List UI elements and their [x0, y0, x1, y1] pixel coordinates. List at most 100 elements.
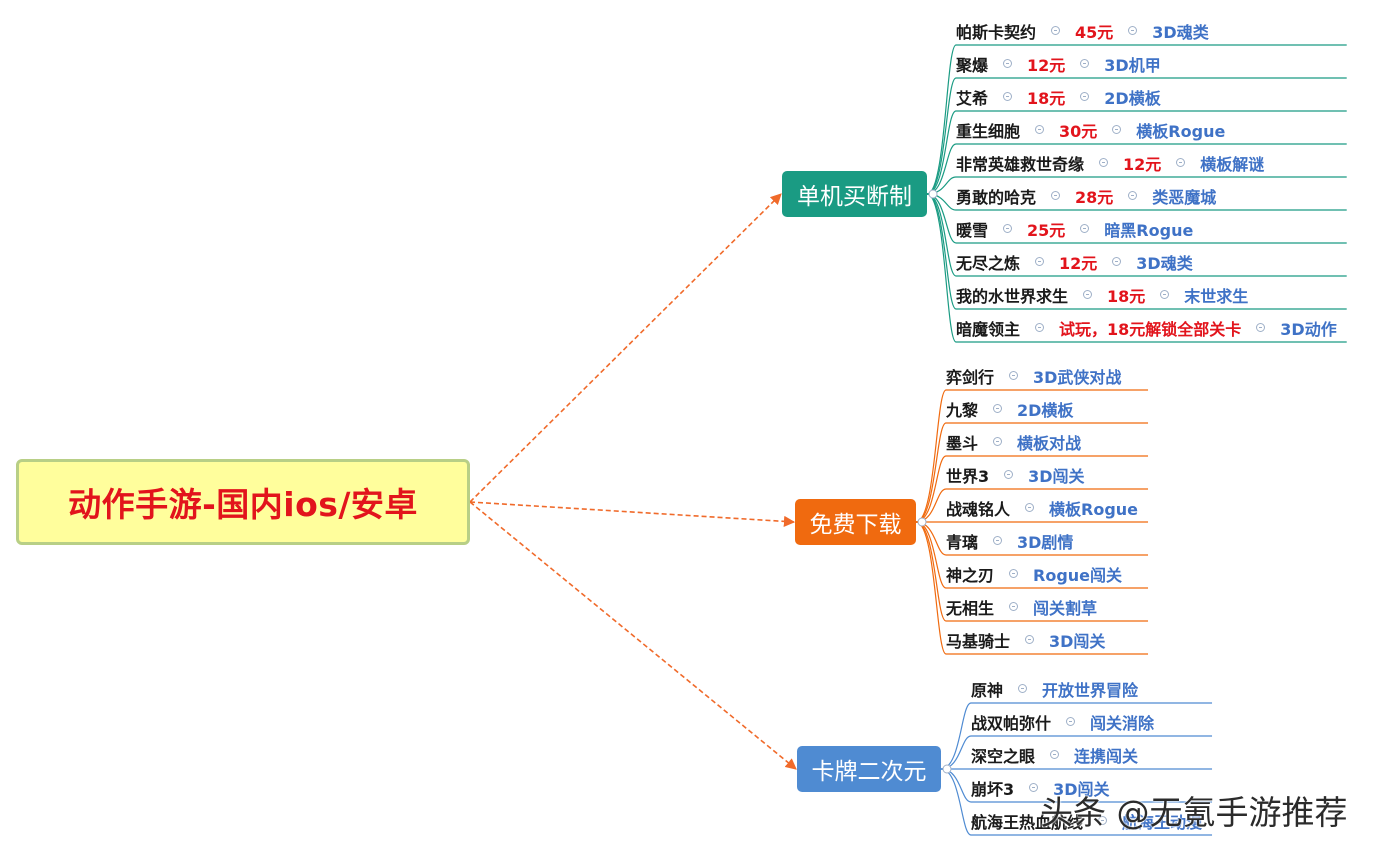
collapse-icon[interactable]	[1003, 59, 1013, 68]
game-item[interactable]: 重生细胞 30元 横板Rogue	[956, 113, 1337, 146]
game-item[interactable]: 战双帕弥什闯关消除	[971, 705, 1202, 738]
branch-free-download[interactable]: 免费下载	[795, 499, 916, 545]
branch-collapse-icon[interactable]	[942, 764, 952, 774]
collapse-icon[interactable]	[993, 536, 1003, 545]
game-genre: 末世求生	[1184, 286, 1249, 306]
collapse-icon[interactable]	[993, 437, 1003, 446]
game-name: 无尽之炼	[956, 253, 1021, 273]
game-name: 战魂铭人	[946, 499, 1011, 519]
collapse-icon[interactable]	[1098, 816, 1108, 825]
collapse-icon[interactable]	[1009, 371, 1019, 380]
game-price: 12元	[1123, 154, 1162, 174]
collapse-icon[interactable]	[1160, 290, 1170, 299]
game-name: 马基骑士	[946, 631, 1011, 651]
collapse-icon[interactable]	[1009, 569, 1019, 578]
game-genre: 连携闯关	[1074, 746, 1139, 766]
branch-buyout[interactable]: 单机买断制	[782, 171, 927, 217]
collapse-icon[interactable]	[1035, 323, 1045, 332]
game-name: 九黎	[946, 400, 979, 420]
game-genre: 闯关割草	[1033, 598, 1098, 618]
collapse-icon[interactable]	[1035, 257, 1045, 266]
branch-connector	[469, 501, 796, 527]
game-genre: 横板Rogue	[1136, 121, 1226, 141]
game-genre: 暗黑Rogue	[1104, 220, 1194, 240]
branch-collapse-icon[interactable]	[917, 517, 927, 527]
game-genre: 3D剧情	[1017, 532, 1074, 552]
collapse-icon[interactable]	[1025, 635, 1035, 644]
collapse-icon[interactable]	[1256, 323, 1266, 332]
collapse-icon[interactable]	[1050, 750, 1060, 759]
game-name: 无相生	[946, 598, 995, 618]
game-item[interactable]: 深空之眼 连携闯关	[971, 738, 1202, 771]
game-item[interactable]: 战魂铭人横板Rogue	[946, 491, 1138, 524]
collapse-icon[interactable]	[1080, 224, 1090, 233]
game-item[interactable]: 无相生 闯关割草	[946, 590, 1138, 623]
collapse-icon[interactable]	[1176, 158, 1186, 167]
collapse-icon[interactable]	[1083, 290, 1093, 299]
game-item[interactable]: 原神开放世界冒险	[971, 672, 1202, 705]
collapse-icon[interactable]	[1099, 158, 1109, 167]
collapse-icon[interactable]	[1128, 191, 1138, 200]
collapse-icon[interactable]	[993, 404, 1003, 413]
game-genre: 3D魂类	[1136, 253, 1193, 273]
game-name: 重生细胞	[956, 121, 1021, 141]
game-name: 原神	[971, 680, 1004, 700]
collapse-icon[interactable]	[1003, 92, 1013, 101]
game-name: 航海王热血航线	[971, 812, 1084, 832]
game-item[interactable]: 墨斗 横板对战	[946, 425, 1138, 458]
collapse-icon[interactable]	[1080, 59, 1090, 68]
branch-card-anime[interactable]: 卡牌二次元	[797, 746, 941, 792]
game-item[interactable]: 航海王热血航线航海王动漫	[971, 804, 1202, 837]
game-price: 30元	[1059, 121, 1098, 141]
game-name: 墨斗	[946, 433, 979, 453]
game-item[interactable]: 弈剑行 3D武侠对战	[946, 359, 1138, 392]
game-item[interactable]: 马基骑士 3D闯关	[946, 623, 1138, 656]
collapse-icon[interactable]	[1018, 684, 1028, 693]
game-name: 深空之眼	[971, 746, 1036, 766]
collapse-icon[interactable]	[1051, 191, 1061, 200]
collapse-icon[interactable]	[1051, 26, 1061, 35]
game-genre: 3D武侠对战	[1033, 367, 1122, 387]
game-genre: 3D闯关	[1049, 631, 1106, 651]
game-genre: 2D横板	[1017, 400, 1074, 420]
collapse-icon[interactable]	[1025, 503, 1035, 512]
game-name: 暗魔领主	[956, 319, 1021, 339]
collapse-icon[interactable]	[1029, 783, 1039, 792]
root-node[interactable]: 动作手游-国内ios/安卓	[16, 459, 470, 545]
collapse-icon[interactable]	[1035, 125, 1045, 134]
game-genre: 2D横板	[1104, 88, 1161, 108]
collapse-icon[interactable]	[1003, 224, 1013, 233]
game-name: 帕斯卡契约	[956, 22, 1037, 42]
collapse-icon[interactable]	[1004, 470, 1014, 479]
collapse-icon[interactable]	[1112, 257, 1122, 266]
collapse-icon[interactable]	[1080, 92, 1090, 101]
game-item[interactable]: 九黎 2D横板	[946, 392, 1138, 425]
game-genre: 横板对战	[1017, 433, 1082, 453]
game-price: 18元	[1027, 88, 1066, 108]
collapse-icon[interactable]	[1009, 602, 1019, 611]
collapse-icon[interactable]	[1066, 717, 1076, 726]
game-name: 弈剑行	[946, 367, 995, 387]
game-genre: 3D动作	[1280, 319, 1337, 339]
branch-connector	[469, 501, 797, 770]
branch-collapse-icon[interactable]	[928, 189, 938, 199]
game-name: 勇敢的哈克	[956, 187, 1037, 207]
game-name: 暖雪	[956, 220, 989, 240]
collapse-icon[interactable]	[1128, 26, 1138, 35]
collapse-icon[interactable]	[1112, 125, 1122, 134]
